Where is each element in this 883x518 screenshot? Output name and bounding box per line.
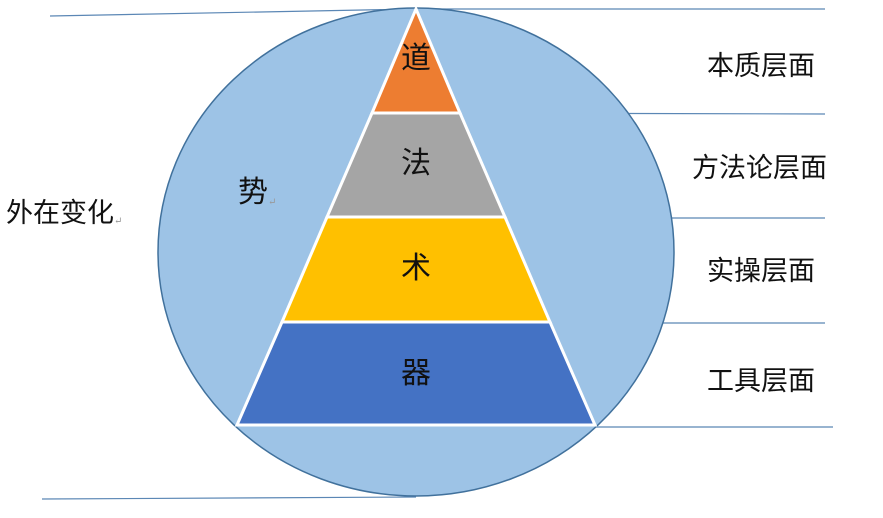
layer-label-fa: 法 [401, 146, 431, 181]
level-label-methodology: 方法论层面 [692, 153, 827, 184]
outer-label-shi: 势↵ [238, 175, 277, 210]
guide-line-top-left [49, 8, 417, 17]
layer-label-shu: 术 [401, 251, 431, 286]
layer-label-dao: 道 [401, 41, 431, 76]
paragraph-mark-icon: ↵ [114, 216, 123, 227]
level-label-essence: 本质层面 [707, 51, 815, 82]
guide-line-bottom [41, 496, 417, 500]
external-change-label: 外在变化↵ [6, 198, 123, 229]
pyramid-layer-qi [234, 320, 598, 427]
level-label-tools: 工具层面 [707, 366, 815, 397]
paragraph-mark-icon: ↵ [268, 197, 277, 208]
level-label-practice: 实操层面 [707, 256, 815, 287]
layer-label-qi: 器 [401, 356, 431, 391]
